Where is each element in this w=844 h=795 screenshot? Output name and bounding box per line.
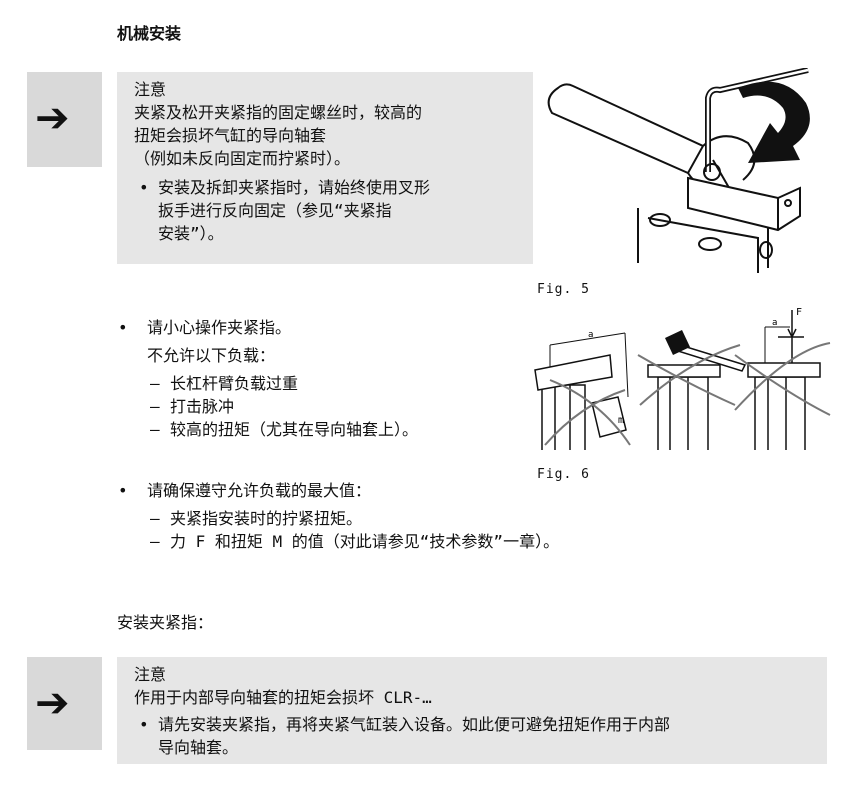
note-text-line: （例如未反向固定而拧紧时）。 xyxy=(134,149,351,168)
section-title: 机械安装 xyxy=(117,24,182,43)
note-box-1: 注意 夹紧及松开夹紧指的固定螺丝时，较高的 扭矩会损坏气缸的导向轴套 （例如未反… xyxy=(117,72,533,264)
fig6-label-m: m xyxy=(618,415,624,426)
dash-icon: – xyxy=(150,374,160,393)
note-bullet-line: 扳手进行反向固定（参见“夹紧指 xyxy=(158,201,392,220)
careful-subtext: 不允许以下负载： xyxy=(147,346,276,365)
dash-icon: – xyxy=(150,532,160,551)
dash-icon: – xyxy=(150,420,160,439)
limits-text: 请确保遵守允许负载的最大值： xyxy=(147,481,372,500)
note-arrow-box: ➔ xyxy=(27,657,102,750)
careful-text: 请小心操作夹紧指。 xyxy=(147,318,292,337)
note-text-line: 作用于内部导向轴套的扭矩会损坏 CLR-… xyxy=(134,688,432,707)
bullet-icon: • xyxy=(118,481,128,500)
bullet-icon: • xyxy=(139,178,149,197)
dash-icon: – xyxy=(150,397,160,416)
limit-item: 力 F 和扭矩 M 的值（对此请参见“技术参数”一章）。 xyxy=(170,532,560,551)
fig6-label-F: F xyxy=(796,307,802,318)
fig6-illustration: m a a F xyxy=(534,307,831,450)
note-bullet-line: 导向轴套。 xyxy=(158,738,239,757)
note-bullet-line: 安装及拆卸夹紧指时，请始终使用叉形 xyxy=(158,178,431,197)
fig5-caption: Fig. 5 xyxy=(537,282,590,297)
install-heading: 安装夹紧指： xyxy=(117,613,214,632)
bullet-icon: • xyxy=(139,715,149,734)
note-text-line: 夹紧及松开夹紧指的固定螺丝时，较高的 xyxy=(134,103,423,122)
note-box-2: 注意 作用于内部导向轴套的扭矩会损坏 CLR-… • 请先安装夹紧指，再将夹紧气… xyxy=(117,657,827,764)
load-item: 较高的扭矩（尤其在导向轴套上）。 xyxy=(170,420,419,439)
bullet-icon: • xyxy=(118,318,128,337)
load-item: 长杠杆臂负载过重 xyxy=(170,374,299,393)
limit-item: 夹紧指安装时的拧紧扭矩。 xyxy=(170,509,363,528)
dash-icon: – xyxy=(150,509,160,528)
arrow-right-icon: ➔ xyxy=(35,83,70,151)
note-heading: 注意 xyxy=(134,665,167,684)
note-text-line: 扭矩会损坏气缸的导向轴套 xyxy=(134,126,327,145)
fig6-label-a: a xyxy=(772,318,777,328)
fig6-label-a: a xyxy=(588,330,593,340)
fig5-illustration xyxy=(547,68,810,273)
fig6-caption: Fig. 6 xyxy=(537,467,590,482)
note-bullet-line: 安装”）。 xyxy=(158,224,224,243)
load-item: 打击脉冲 xyxy=(170,397,235,416)
arrow-right-icon: ➔ xyxy=(35,668,70,736)
note-bullet-line: 请先安装夹紧指，再将夹紧气缸装入设备。如此便可避免扭矩作用于内部 xyxy=(158,715,671,734)
note-arrow-box: ➔ xyxy=(27,72,102,167)
note-heading: 注意 xyxy=(134,80,167,99)
